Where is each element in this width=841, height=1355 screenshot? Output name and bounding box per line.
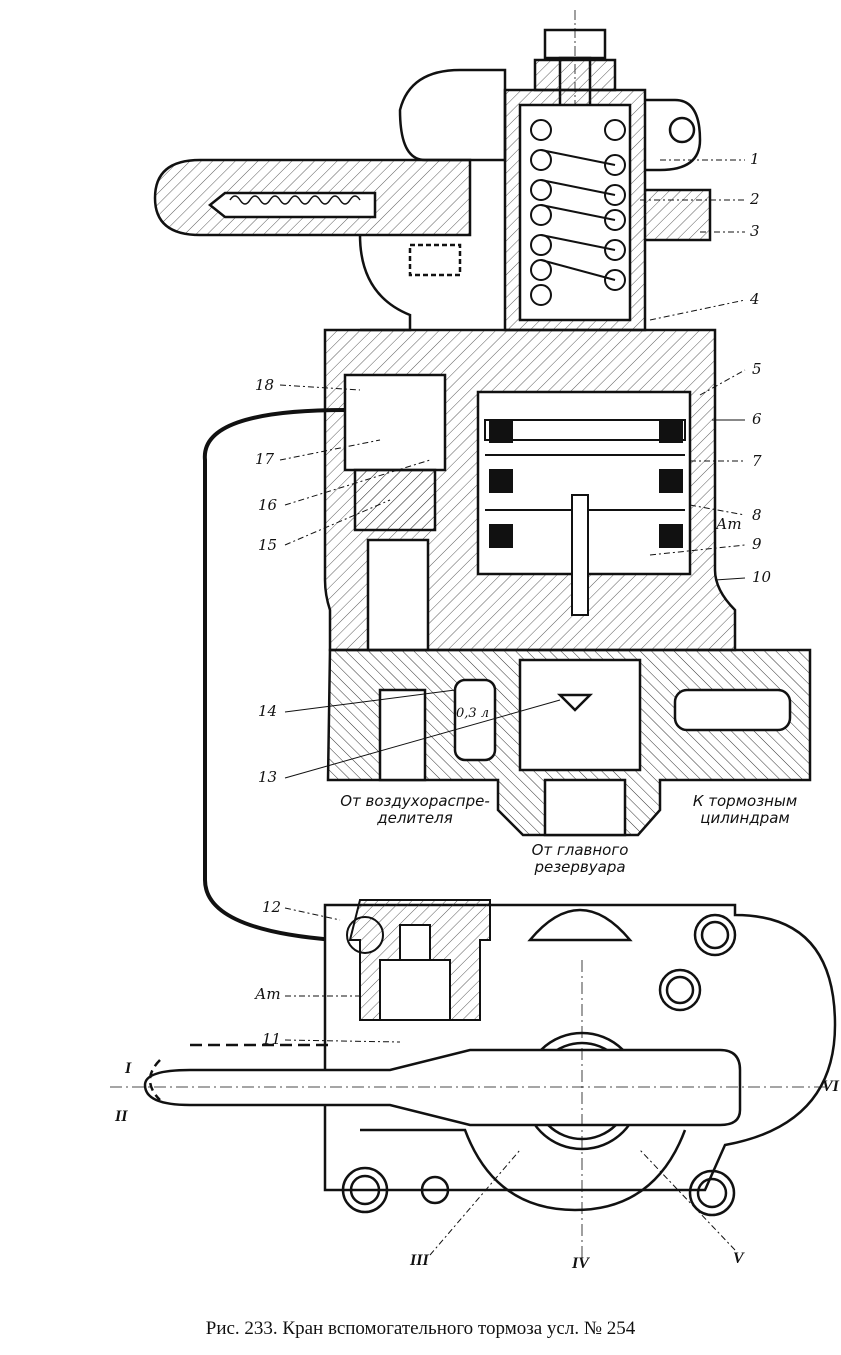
- handle-position-III: III: [410, 1252, 429, 1269]
- part-label-16: 16: [258, 496, 278, 514]
- part-label-4: 4: [750, 290, 760, 308]
- part-label-1: 1: [750, 150, 760, 168]
- mounting-ear: [645, 98, 712, 242]
- part-label-6: 6: [752, 410, 762, 428]
- handle-position-II: II: [115, 1108, 128, 1125]
- regulating-spring: [530, 119, 626, 306]
- atmosphere-label-upper: Ат: [716, 515, 742, 533]
- part-label-5: 5: [752, 360, 762, 378]
- handle-position-IV: IV: [572, 1255, 589, 1272]
- pilot-valve: [346, 899, 491, 1021]
- handle-position-I: I: [125, 1060, 132, 1077]
- handle-position-VI: VI: [822, 1078, 839, 1095]
- atmosphere-label-lower: Ат: [255, 985, 281, 1003]
- part-label-11: 11: [262, 1030, 282, 1048]
- part-label-7: 7: [752, 452, 762, 470]
- lower-body: [326, 648, 812, 837]
- upper-handle: [153, 68, 507, 332]
- part-label-13: 13: [258, 768, 278, 786]
- leader-lines: [279, 159, 746, 1256]
- part-label-14: 14: [258, 702, 278, 720]
- diaphragm-assembly: [484, 419, 686, 616]
- handle-position-V: V: [733, 1250, 744, 1267]
- port-from-main-reservoir: От главного резервуара: [531, 841, 629, 876]
- part-label-8: 8: [752, 506, 762, 524]
- part-label-15: 15: [258, 536, 278, 554]
- volume-label: 0,3 л: [456, 706, 490, 721]
- part-label-10: 10: [752, 568, 772, 586]
- connecting-pipe: [202, 408, 346, 942]
- figure-caption: Рис. 233. Кран вспомогательного тормоза …: [205, 1318, 636, 1339]
- part-label-9: 9: [752, 535, 762, 553]
- port-from-distributor: От воздухораспре- делителя: [340, 792, 490, 827]
- part-label-12: 12: [262, 898, 282, 916]
- part-label-2: 2: [750, 190, 760, 208]
- part-label-18: 18: [255, 376, 275, 394]
- lower-handle: [110, 960, 825, 1260]
- part-label-17: 17: [255, 450, 275, 468]
- part-label-3: 3: [750, 222, 760, 240]
- port-to-brake-cylinders: К тормозным цилиндрам: [692, 792, 798, 827]
